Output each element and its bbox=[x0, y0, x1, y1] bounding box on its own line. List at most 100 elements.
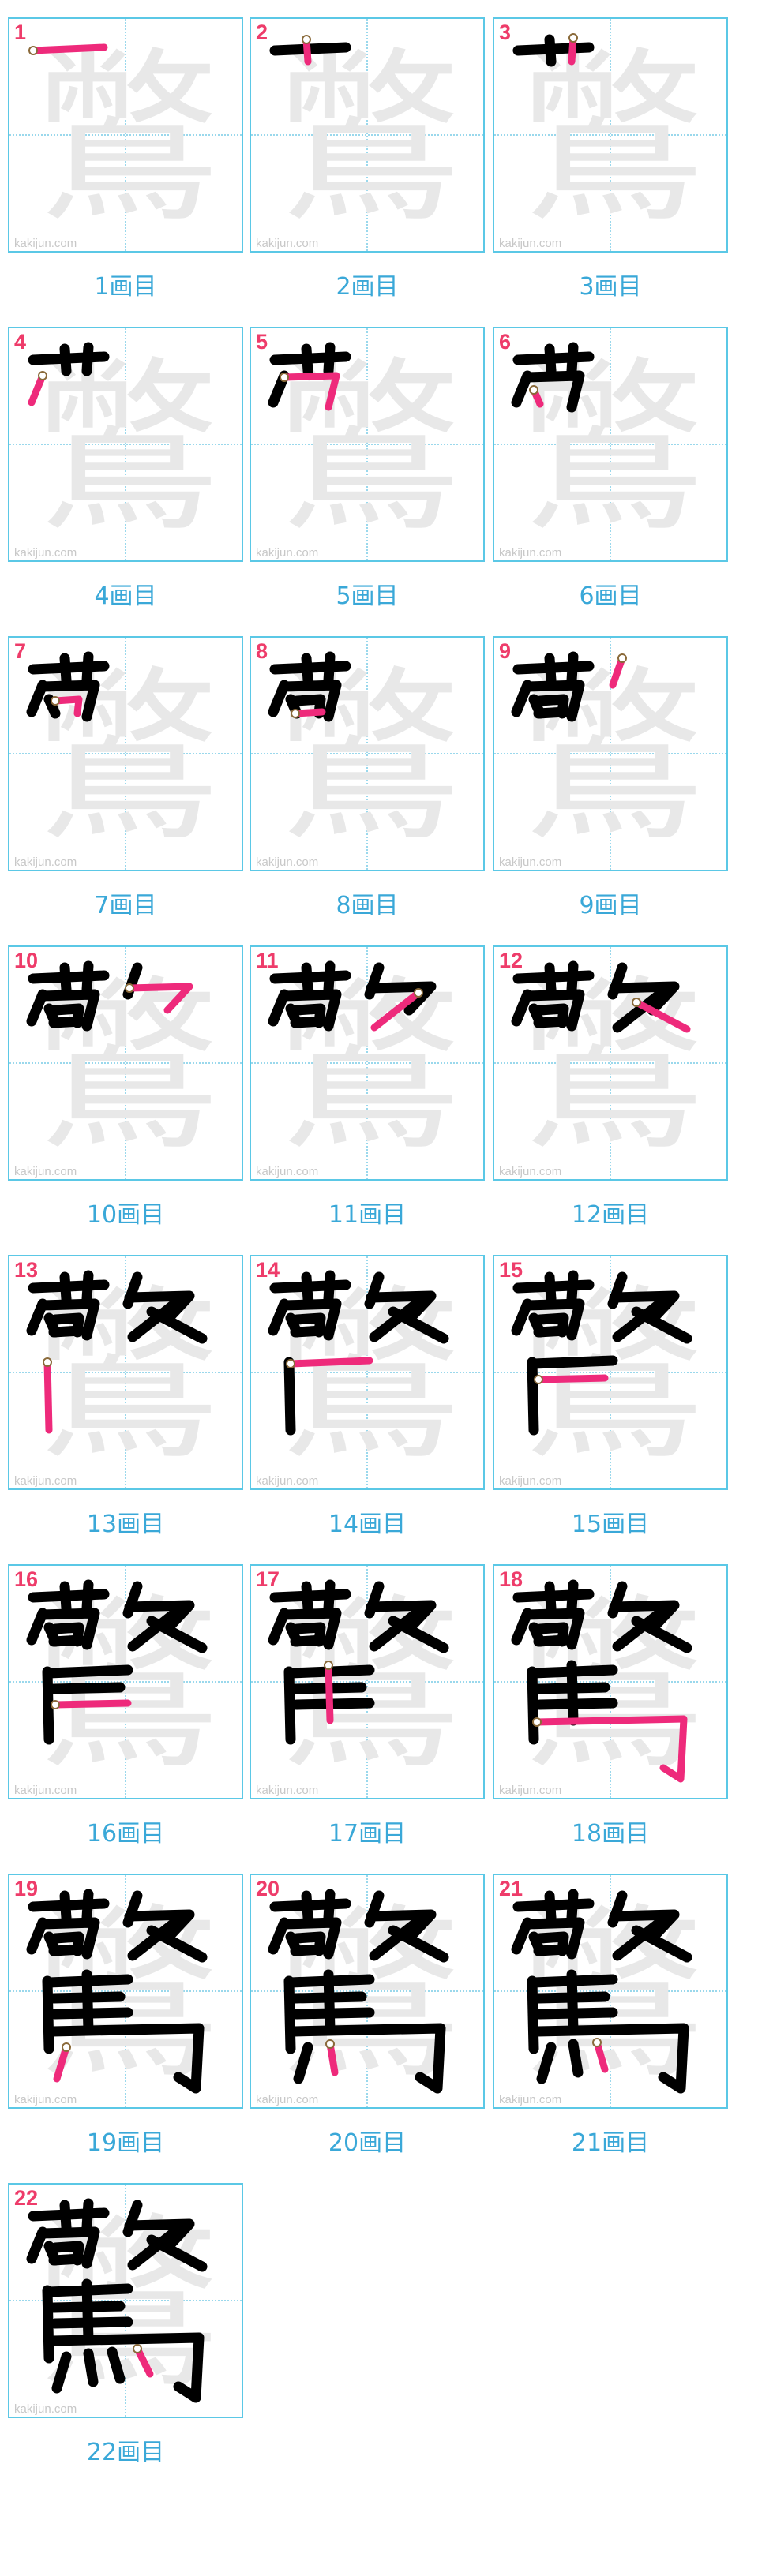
current-stroke bbox=[533, 1715, 688, 1783]
completed-stroke bbox=[369, 1606, 424, 1652]
completed-stroke bbox=[47, 2332, 205, 2403]
completed-stroke bbox=[568, 2039, 584, 2078]
stroke-progress bbox=[268, 342, 351, 411]
completed-stroke bbox=[366, 981, 437, 1016]
stroke-start-dot bbox=[414, 988, 423, 998]
completed-stroke bbox=[51, 2351, 72, 2394]
completed-stroke bbox=[127, 1297, 182, 1342]
completed-stroke bbox=[83, 2348, 99, 2387]
watermark: kakijun.com bbox=[256, 1784, 319, 1797]
completed-stroke bbox=[48, 1944, 86, 1956]
watermark: kakijun.com bbox=[499, 2093, 562, 2106]
current-stroke bbox=[326, 2040, 339, 2076]
stroke-number: 6 bbox=[499, 330, 512, 354]
stroke-start-dot bbox=[51, 1700, 60, 1709]
completed-stroke bbox=[124, 1600, 195, 1634]
completed-stroke bbox=[37, 1608, 100, 1650]
completed-stroke bbox=[544, 653, 557, 686]
completed-stroke bbox=[369, 1915, 424, 1961]
completed-stroke bbox=[533, 1016, 571, 1028]
guide-line-horizontal bbox=[9, 2300, 242, 2301]
stroke-start-dot bbox=[325, 2039, 335, 2049]
stroke-start-dot bbox=[133, 2344, 142, 2353]
completed-stroke bbox=[544, 1581, 557, 1614]
watermark: kakijun.com bbox=[256, 856, 319, 869]
stroke-progress bbox=[26, 2198, 208, 2403]
stroke-caption: 9画目 bbox=[579, 892, 642, 919]
guide-line-horizontal bbox=[9, 1062, 242, 1064]
stroke-start-dot bbox=[534, 1375, 543, 1384]
completed-stroke bbox=[533, 1944, 571, 1956]
completed-stroke bbox=[283, 1975, 296, 2054]
completed-stroke bbox=[42, 1666, 54, 1745]
ghost-character: 鷩 bbox=[32, 31, 220, 249]
completed-stroke bbox=[81, 2278, 94, 2345]
stroke-caption: 3画目 bbox=[579, 273, 642, 301]
ghost-character: 鷩 bbox=[32, 340, 220, 559]
completed-stroke bbox=[42, 2285, 54, 2364]
stroke-caption: 15画目 bbox=[571, 1511, 650, 1538]
completed-stroke bbox=[612, 1297, 667, 1342]
watermark: kakijun.com bbox=[14, 2402, 77, 2416]
completed-stroke bbox=[609, 981, 680, 1016]
completed-stroke bbox=[81, 342, 94, 376]
stroke-number: 3 bbox=[499, 21, 512, 44]
current-stroke bbox=[43, 1358, 53, 1434]
stroke-caption: 5画目 bbox=[336, 582, 399, 610]
watermark: kakijun.com bbox=[14, 546, 77, 560]
watermark: kakijun.com bbox=[256, 1474, 319, 1488]
stroke-start-dot bbox=[38, 371, 47, 380]
completed-stroke bbox=[612, 987, 667, 1033]
completed-stroke bbox=[566, 1579, 579, 1614]
watermark: kakijun.com bbox=[499, 1474, 562, 1488]
guide-line-horizontal bbox=[251, 134, 483, 136]
completed-stroke bbox=[81, 1270, 94, 1305]
completed-stroke bbox=[279, 1917, 342, 1960]
completed-stroke bbox=[366, 1290, 437, 1325]
completed-stroke bbox=[323, 342, 336, 376]
completed-stroke bbox=[59, 2200, 72, 2233]
stroke-number: 4 bbox=[14, 330, 27, 354]
completed-stroke bbox=[323, 651, 336, 686]
completed-stroke bbox=[531, 2023, 689, 2094]
stroke-progress bbox=[268, 1889, 449, 2094]
completed-stroke bbox=[566, 1969, 579, 2035]
completed-stroke bbox=[127, 1915, 182, 1961]
current-stroke bbox=[29, 43, 108, 54]
watermark: kakijun.com bbox=[499, 856, 562, 869]
stroke-start-dot bbox=[529, 385, 538, 395]
completed-stroke bbox=[323, 1579, 336, 1614]
guide-line-horizontal bbox=[494, 1990, 726, 1992]
completed-stroke bbox=[566, 651, 579, 686]
stroke-progress bbox=[511, 1889, 692, 2094]
stroke-caption: 21画目 bbox=[571, 2129, 650, 2157]
completed-stroke bbox=[288, 2023, 446, 2094]
stroke-caption: 10画目 bbox=[86, 1201, 165, 1229]
completed-stroke bbox=[81, 1579, 94, 1614]
current-stroke bbox=[632, 998, 691, 1033]
guide-line-horizontal bbox=[251, 1062, 483, 1064]
completed-stroke bbox=[388, 1925, 449, 1963]
stroke-number: 17 bbox=[256, 1567, 280, 1591]
stroke-start-dot bbox=[51, 696, 60, 706]
completed-stroke bbox=[37, 2226, 100, 2269]
stroke-start-dot bbox=[291, 709, 300, 718]
stroke-number: 18 bbox=[499, 1567, 523, 1591]
stroke-number: 8 bbox=[256, 639, 268, 663]
stroke-caption: 7画目 bbox=[94, 892, 157, 919]
